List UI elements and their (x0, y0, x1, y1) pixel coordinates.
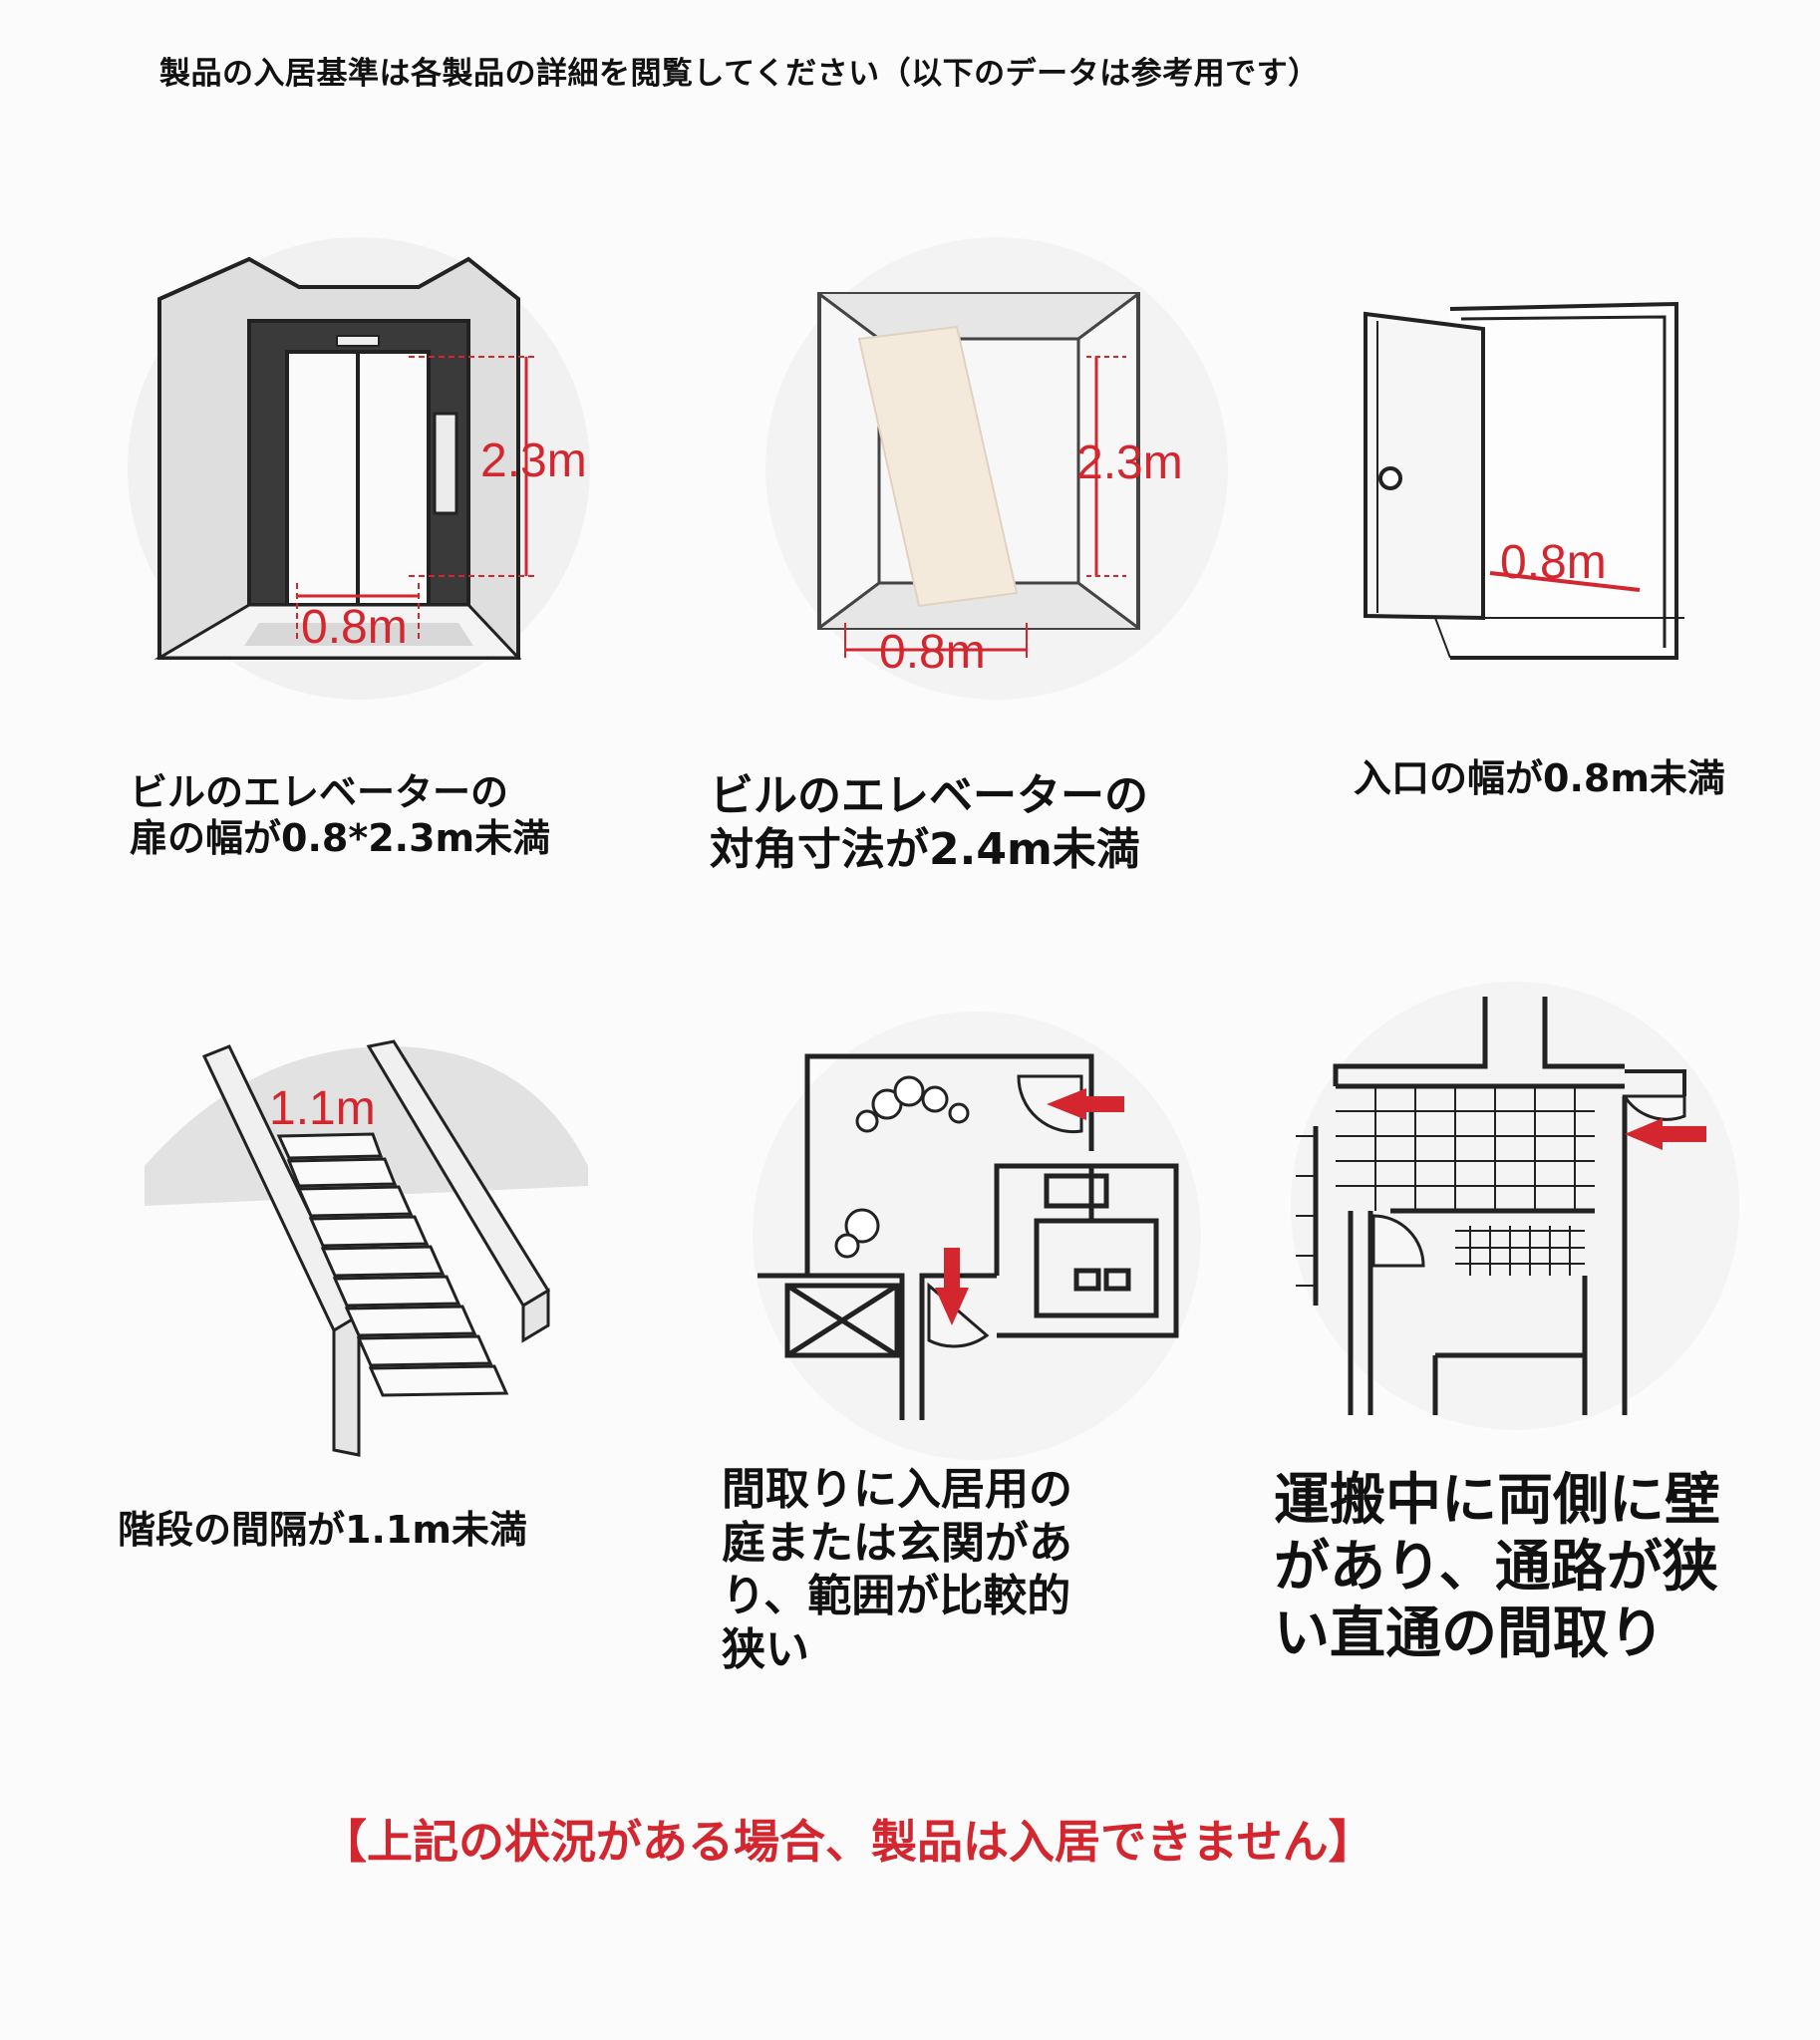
courtyard-floorplan-illustration (753, 1012, 1201, 1460)
elevator-diagonal-illustration: 2.3m 0.8m (765, 237, 1228, 700)
elevator-door-panel: 2.3m 0.8m (120, 237, 598, 700)
stairs-caption: 階段の間隔が1.1m未満 (118, 1508, 527, 1552)
corridor-floorplan-caption: 運搬中に両側に壁 があり、通路が狭 い直通の間取り (1274, 1468, 1720, 1667)
courtyard-floorplan-panel (748, 1012, 1206, 1460)
width-label: 0.8m (879, 626, 986, 679)
header-note: 製品の入居基準は各製品の詳細を閲覧してください（以下のデータは参考用です） (159, 56, 1320, 92)
stairs-illustration: 1.1m (145, 1039, 588, 1457)
footer-warning: 【上記の状況がある場合、製品は入居できません】 (321, 1815, 1374, 1869)
elevator-door-caption: ビルのエレベーターの 扉の幅が0.8*2.3m未満 (130, 770, 551, 861)
height-label: 2.3m (480, 435, 587, 487)
width-label: 0.8m (301, 601, 408, 654)
entrance-panel: 0.8m (1306, 269, 1744, 688)
stairs-panel: 1.1m (130, 1026, 598, 1485)
height-label: 2.3m (1076, 437, 1183, 489)
elevator-diagonal-panel: 2.3m 0.8m (758, 237, 1236, 700)
corridor-floorplan-panel (1291, 982, 1739, 1430)
entrance-illustration: 0.8m (1364, 301, 1684, 660)
width-label: 0.8m (1500, 536, 1607, 589)
elevator-diagonal-caption: ビルのエレベーターの 対角寸法が2.4m未満 (710, 770, 1148, 875)
corridor-floorplan-illustration (1291, 982, 1739, 1430)
width-label: 1.1m (269, 1082, 376, 1135)
entrance-caption: 入口の幅が0.8m未満 (1354, 756, 1725, 800)
elevator-door-illustration: 2.3m 0.8m (128, 237, 590, 700)
courtyard-floorplan-caption: 間取りに入居用の 庭または玄関があ り、範囲が比較的 狭い (722, 1464, 1072, 1676)
